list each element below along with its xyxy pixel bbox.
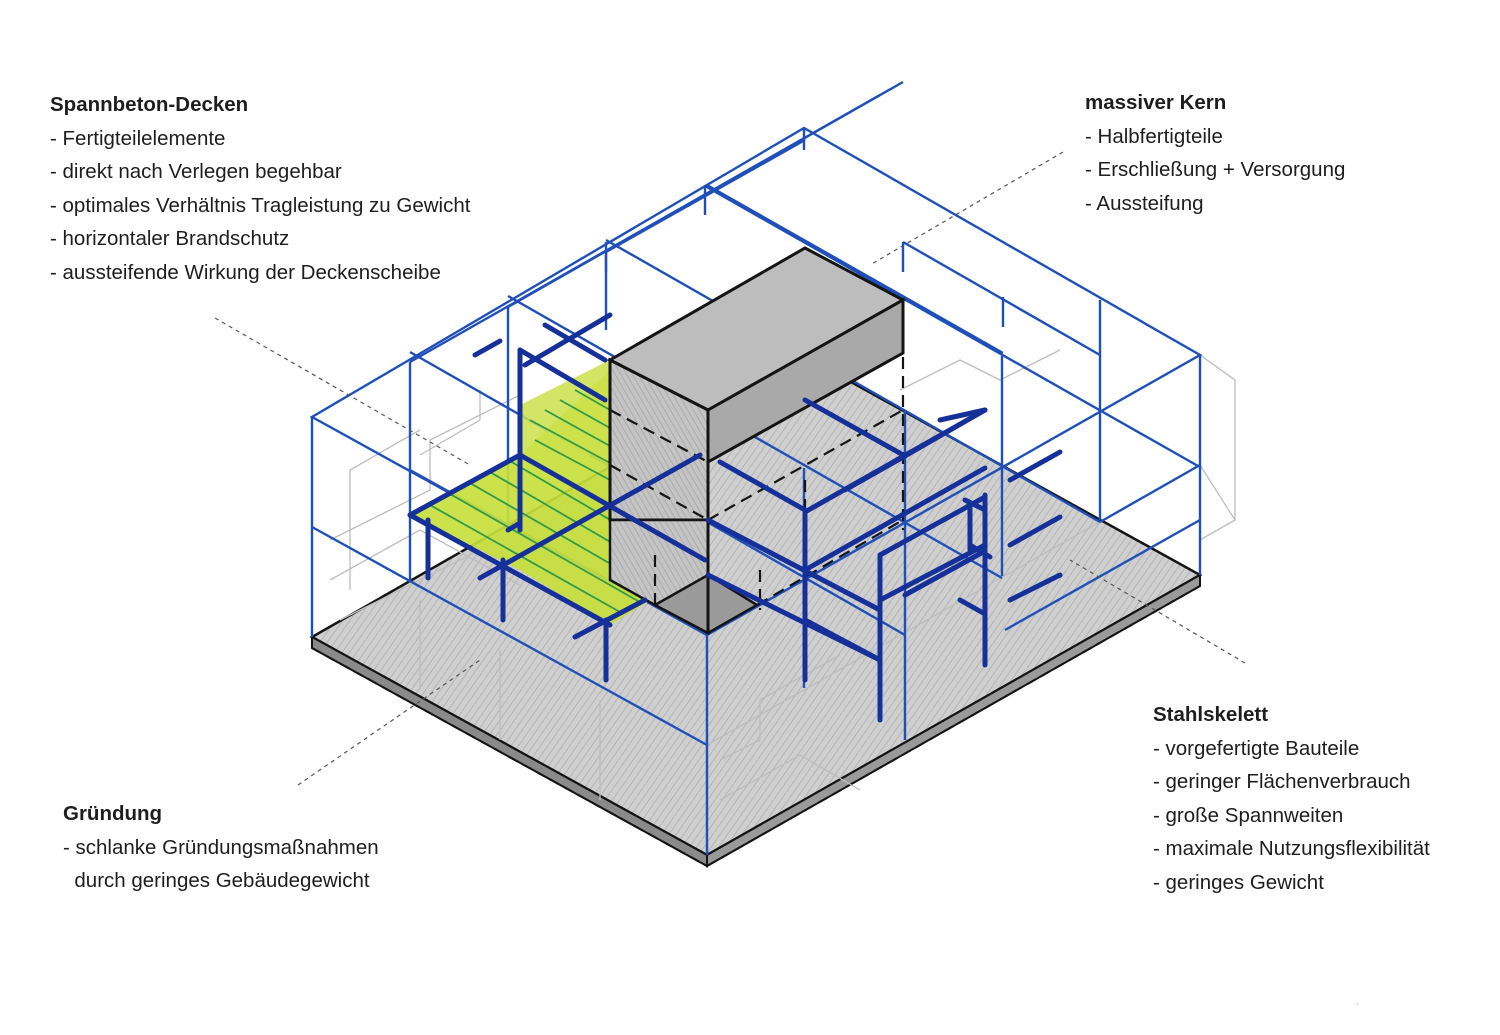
label-line: durch geringes Gebäudegewicht <box>63 869 370 892</box>
label-line: - Aussteifung <box>1085 191 1204 215</box>
label-line: - horizontaler Brandschutz <box>50 227 290 250</box>
label-line: - geringes Gewicht <box>1153 870 1324 894</box>
label-title: Gründung <box>63 802 163 825</box>
label-stahlskelett: Stahlskelett - vorgefertigte Bauteile - … <box>1153 698 1430 899</box>
page-mark: , <box>1356 997 1358 1006</box>
label-title: massiver Kern <box>1085 91 1227 114</box>
label-line: - optimales Verhältnis Tragleistung zu G… <box>50 193 471 217</box>
label-line: - geringer Flächenverbrauch <box>1153 770 1411 793</box>
label-massiver-kern: massiver Kern - Halbfertigteile - Erschl… <box>1085 86 1345 220</box>
steel-frame-bold <box>407 312 1063 723</box>
label-line: - Halbfertigteile <box>1085 124 1223 148</box>
label-line: - aussteifende Wirkung der Deckenscheibe <box>50 260 441 284</box>
label-spannbeton-decken: Spannbeton-Decken - Fertigteilelemente -… <box>50 88 470 289</box>
label-line: - Erschließung + Versorgung <box>1085 158 1346 181</box>
label-line: - vorgefertigte Bauteile <box>1153 736 1360 760</box>
label-title: Spannbeton-Decken <box>50 93 249 116</box>
leader-lines <box>214 151 1246 786</box>
label-title: Stahlskelett <box>1153 703 1269 726</box>
label-line: - Fertigteilelemente <box>50 126 226 150</box>
label-line: - große Spannweiten <box>1153 803 1344 827</box>
label-line: - direkt nach Verlegen begehbar <box>50 160 342 183</box>
label-gruendung: Gründung - schlanke Gründungsmaßnahmen d… <box>63 797 379 898</box>
label-line: - schlanke Gründungsmaßnahmen <box>63 835 379 859</box>
label-line: - maximale Nutzungsflexibilität <box>1153 837 1430 860</box>
